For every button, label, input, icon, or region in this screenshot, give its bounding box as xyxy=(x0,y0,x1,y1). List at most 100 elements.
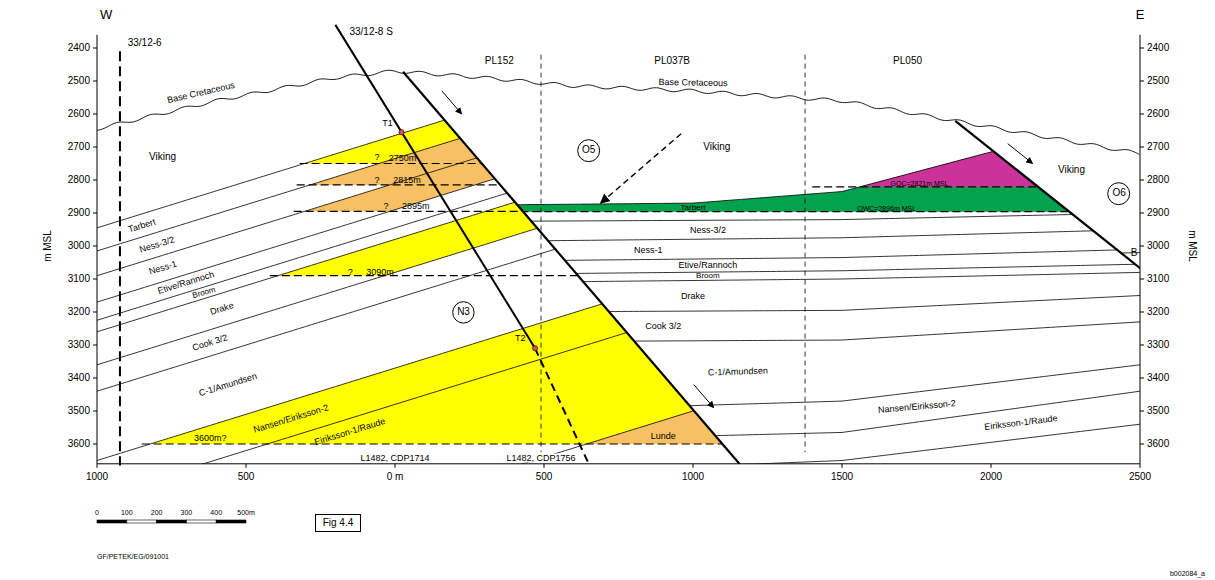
axis-tick xyxy=(1140,279,1144,280)
depth-tick-label: 3200 xyxy=(68,307,90,317)
scale-label: 400 xyxy=(210,509,222,516)
fluid-contact-line xyxy=(142,443,783,444)
scale-label: 100 xyxy=(121,509,133,516)
horizon-line xyxy=(97,63,782,276)
axis-tick xyxy=(1140,81,1144,82)
horizon-line xyxy=(395,230,1140,243)
axis-tick xyxy=(1140,444,1144,445)
formation-label: Tarbert xyxy=(127,217,156,234)
licence-label: PL152 xyxy=(485,56,514,66)
well-target-label: T1 xyxy=(382,119,393,128)
depth-tick-label: 2600 xyxy=(68,109,90,119)
axis-tick xyxy=(1140,114,1144,115)
well-target-marker xyxy=(399,130,404,135)
axis-tick xyxy=(1140,147,1144,148)
axis-tick xyxy=(93,444,97,445)
depth-tick-label: 3200 xyxy=(1147,307,1169,317)
depth-tick-label: 2600 xyxy=(1147,109,1169,119)
fault-slip-arrow xyxy=(694,385,714,408)
depth-tick-label: 2700 xyxy=(1147,142,1169,152)
well-name: 33/12-6 xyxy=(128,38,162,48)
well-target-label: T2 xyxy=(515,334,526,343)
axis-tick xyxy=(1140,411,1144,412)
horizon-line xyxy=(395,424,1140,464)
horizon-line xyxy=(395,272,1140,283)
far-east-block xyxy=(931,253,1140,464)
formation-label: Drake xyxy=(681,291,705,300)
axis-tick xyxy=(93,81,97,82)
scale-label: 200 xyxy=(151,509,163,516)
distance-tick-label: 2000 xyxy=(980,472,1002,482)
hydrocarbon-zone xyxy=(97,38,782,251)
depth-tick-label: 2500 xyxy=(68,76,90,86)
figure-number-box: Fig 4.4 xyxy=(315,514,362,532)
axis-tick xyxy=(1140,246,1144,247)
axis-tick xyxy=(1140,464,1141,468)
horizon-line xyxy=(931,269,1140,275)
horizon-line xyxy=(97,248,782,461)
depth-tick-label: 2800 xyxy=(68,175,90,185)
formation-label: Etive/Rannoch xyxy=(679,261,738,270)
formation-label: Broom xyxy=(696,272,720,280)
scale-segment xyxy=(97,520,127,523)
horizon-line xyxy=(97,119,782,332)
fault-line xyxy=(955,121,1140,282)
axis-tick xyxy=(93,312,97,313)
distance-tick-label: 500 xyxy=(536,472,553,482)
horizon-line xyxy=(395,365,1140,415)
horizon-line xyxy=(931,289,1140,295)
oil-zone xyxy=(395,114,1140,212)
block-circle: O6 xyxy=(1107,182,1130,205)
horizon-line xyxy=(931,304,1140,309)
horizon-line xyxy=(395,322,1140,342)
depth-tick-label: 3000 xyxy=(1147,241,1169,251)
depth-tick-label: 2500 xyxy=(1147,76,1169,86)
horizon-line xyxy=(931,253,1140,258)
horizon-line xyxy=(97,90,782,303)
axis-tick xyxy=(1140,345,1144,346)
axis-tick xyxy=(93,147,97,148)
axis-tick xyxy=(842,464,843,468)
axis-title: m MSL xyxy=(1187,230,1197,262)
distance-tick-label: 1000 xyxy=(86,472,108,482)
horizon-line xyxy=(395,391,1140,444)
formation-label: Cook 3/2 xyxy=(645,322,681,331)
depth-tick-label: 2800 xyxy=(1147,175,1169,185)
seismic-line-label: L1482, CDP1714 xyxy=(358,453,431,462)
horizon-line xyxy=(97,38,782,251)
fluid-contact-label: OWC=2896m MSL xyxy=(857,205,916,212)
depth-tick-label: 2900 xyxy=(68,208,90,218)
depth-tick-label: 3000 xyxy=(68,241,90,251)
distance-tick-label: 1000 xyxy=(682,472,704,482)
fault-slip-arrow xyxy=(442,91,462,114)
axis-tick xyxy=(1140,180,1144,181)
compass-label: W xyxy=(100,8,112,21)
block-name: O6 xyxy=(1112,188,1125,198)
scale-segment xyxy=(127,520,157,523)
depth-axis xyxy=(97,35,98,464)
formation-label: Nansen/Eiriksson-2 xyxy=(877,399,956,415)
axes xyxy=(93,35,1144,468)
distance-tick-label: 500 xyxy=(238,472,255,482)
axis-tick xyxy=(1140,213,1144,214)
horizon-line xyxy=(395,249,1140,262)
unconformity-label: Base Cretaceous xyxy=(658,78,727,88)
depth-tick-label: 3400 xyxy=(68,373,90,383)
fluid-contact-line xyxy=(297,184,783,185)
well-target-marker xyxy=(532,346,537,351)
scale-label: 0 xyxy=(95,509,99,516)
block-name: N3 xyxy=(457,307,470,317)
depth-tick-label: 3500 xyxy=(1147,406,1169,416)
axis-tick xyxy=(1140,312,1144,313)
axis-tick xyxy=(1140,378,1144,379)
compass-label: E xyxy=(1136,8,1145,21)
block-circle: O5 xyxy=(577,139,600,162)
horizon-line xyxy=(931,362,1140,375)
scale-label: 300 xyxy=(181,509,193,516)
contact-depth-label: 2895m xyxy=(402,202,430,211)
contact-depth-label: 3600m? xyxy=(194,434,227,443)
formation-label: Lunde xyxy=(651,431,676,440)
horizon-line xyxy=(931,312,1140,317)
depth-tick-label: 2400 xyxy=(1147,43,1169,53)
licence-boundary xyxy=(805,55,806,453)
